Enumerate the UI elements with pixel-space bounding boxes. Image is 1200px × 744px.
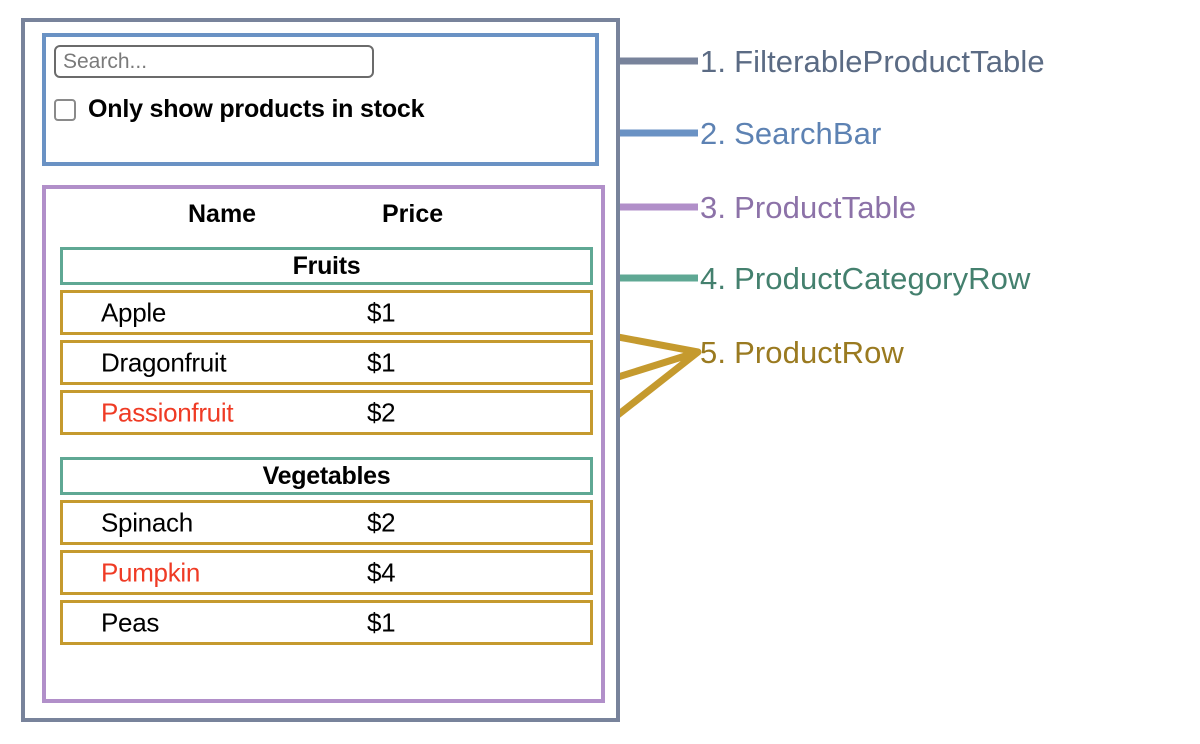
search-input[interactable]: Search... xyxy=(54,45,374,78)
product-row-name: Dragonfruit xyxy=(101,347,227,377)
table-header-row: Name Price xyxy=(46,200,601,234)
product-row: Spinach $2 xyxy=(60,500,593,545)
product-row-name: Passionfruit xyxy=(101,397,234,427)
in-stock-checkbox-row[interactable]: Only show products in stock xyxy=(54,95,425,124)
product-row: Passionfruit $2 xyxy=(60,390,593,435)
product-row-name: Spinach xyxy=(101,507,193,537)
annotation-name: SearchBar xyxy=(734,116,882,151)
annotation-number: 5. xyxy=(700,335,727,370)
annotation-name: ProductCategoryRow xyxy=(734,261,1031,296)
product-row-name: Peas xyxy=(101,607,160,637)
annotation-number: 4. xyxy=(700,261,727,296)
annotation-label-product-table: 3.ProductTable xyxy=(700,190,916,226)
annotation-number: 3. xyxy=(700,190,727,225)
product-category-row-label: Vegetables xyxy=(262,461,391,490)
product-row-price: $4 xyxy=(367,557,396,587)
annotation-name: ProductTable xyxy=(734,190,917,225)
annotation-name: ProductRow xyxy=(734,335,904,370)
annotation-label-filterable-product-table: 1.FilterableProductTable xyxy=(700,44,1045,80)
product-row: Pumpkin $4 xyxy=(60,550,593,595)
annotation-label-product-category-row: 4.ProductCategoryRow xyxy=(700,261,1031,297)
product-row-price: $2 xyxy=(367,507,396,537)
search-bar-box: Search... Only show products in stock xyxy=(42,33,599,166)
product-row: Dragonfruit $1 xyxy=(60,340,593,385)
annotation-number: 2. xyxy=(700,116,727,151)
column-header-price: Price xyxy=(382,200,444,228)
product-row-name: Pumpkin xyxy=(101,557,201,587)
product-category-row-label: Fruits xyxy=(292,251,361,280)
product-table-box: Name Price Fruits Apple $1 Dragonfruit $… xyxy=(42,185,605,703)
product-row: Apple $1 xyxy=(60,290,593,335)
product-row-price: $1 xyxy=(367,297,396,327)
product-rows-area: Fruits Apple $1 Dragonfruit $1 Passionfr… xyxy=(60,247,593,650)
in-stock-checkbox[interactable] xyxy=(54,98,76,121)
annotation-number: 1. xyxy=(700,44,727,79)
filterable-product-table-box: Search... Only show products in stock Na… xyxy=(21,18,620,722)
annotation-label-search-bar: 2.SearchBar xyxy=(700,116,881,152)
column-header-name: Name xyxy=(188,200,257,228)
in-stock-checkbox-label: Only show products in stock xyxy=(88,95,425,123)
product-row-price: $1 xyxy=(367,347,396,377)
annotation-name: FilterableProductTable xyxy=(734,44,1045,79)
product-row-name: Apple xyxy=(101,297,166,327)
product-row-price: $1 xyxy=(367,607,396,637)
product-category-row: Vegetables xyxy=(60,457,593,495)
product-row-price: $2 xyxy=(367,397,396,427)
product-category-row: Fruits xyxy=(60,247,593,285)
product-row: Peas $1 xyxy=(60,600,593,645)
annotation-label-product-row: 5.ProductRow xyxy=(700,335,904,371)
